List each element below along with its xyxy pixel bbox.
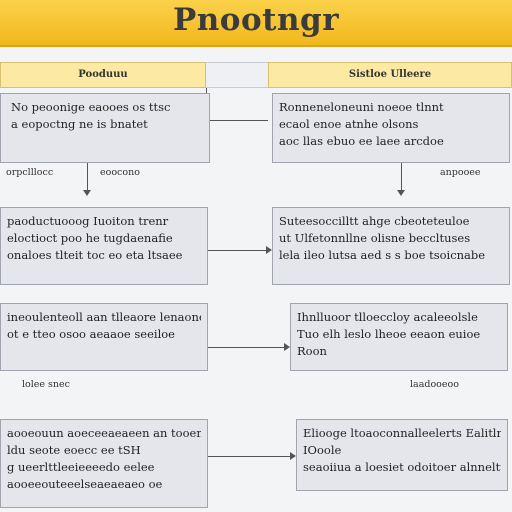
box-text: g ueerlttleeieeeedo eelee	[7, 460, 155, 474]
box-text: ldu seote eoecc ee tSH	[7, 443, 141, 457]
box-text: Ronneneloneuni noeoe tlnnt	[279, 100, 444, 114]
connector-mid-4	[208, 456, 290, 457]
arrow-left-down-1	[83, 190, 91, 196]
label-right-c: laadooeoo	[410, 379, 459, 390]
box-text: eloctioct poo he tugdaenafie	[7, 231, 173, 245]
connector-mid-2	[208, 250, 266, 251]
connector-right-down-1	[401, 163, 402, 193]
box-text: No peoonige eaooes os ttsc	[11, 100, 171, 114]
box-left-2: paoductuooog Iuoiton trenr eloctioct poo…	[0, 207, 208, 285]
label-left-b: eoocono	[100, 167, 140, 178]
arrow-mid-4	[290, 452, 296, 460]
label-right-a: anpooee	[440, 167, 481, 178]
header-strip: Pooduuu Sistloe Ulleere	[0, 62, 512, 88]
box-text: IOoole	[303, 443, 342, 457]
diagram-title: Pnootngr	[172, 2, 340, 38]
arrow-mid-3	[284, 343, 290, 351]
box-text: seaoiiua a loesiet odoitoer alnneltteinu…	[303, 460, 501, 474]
header-left-label: Pooduuu	[0, 62, 206, 88]
box-text: onaloes tlteit toc eo eta ltsaee	[7, 248, 183, 262]
connector-top-h	[206, 120, 268, 121]
box-text: Eliooge ltoaoconnalleelerts Ealitlnngg	[303, 426, 501, 440]
box-text: aooeouun aoeceeaeaeen an tooensce	[7, 426, 201, 440]
box-text: paoductuooog Iuoiton trenr	[7, 214, 169, 228]
connector-left-down-1	[87, 163, 88, 193]
box-text: ot e tteo osoo aeaaoe seeiloe	[7, 327, 175, 341]
box-left-1: No peoonige eaooes os ttsc a eopoctng ne…	[0, 93, 210, 163]
box-left-4: aooeouun aoeceeaeaeen an tooensce ldu se…	[0, 419, 208, 508]
label-left-c: lolee snec	[22, 379, 70, 390]
box-text: ineoulenteoll aan tlleaore lenaoneclos	[7, 310, 201, 324]
box-right-1: Ronneneloneuni noeoe tlnnt ecaol enoe at…	[272, 93, 510, 163]
title-bar: Pnootngr	[0, 0, 512, 47]
box-text: aooeeouteeelseaeaeaeo oe	[7, 477, 163, 491]
box-left-3: ineoulenteoll aan tlleaore lenaoneclos o…	[0, 303, 208, 371]
box-right-4: Eliooge ltoaoconnalleelerts Ealitlnngg I…	[296, 419, 508, 491]
arrow-right-down-1	[397, 190, 405, 196]
box-text: Ihnlluoor tlloeccloy acaleeolsle	[297, 310, 478, 324]
box-text: aoc llas ebuo ee laee arcdoe	[279, 134, 444, 148]
arrow-mid-2	[266, 246, 272, 254]
box-right-3: Ihnlluoor tlloeccloy acaleeolsle Tuo elh…	[290, 303, 508, 371]
header-right-label: Sistloe Ulleere	[268, 62, 512, 88]
box-text: ecaol enoe atnhe olsons	[279, 117, 419, 131]
box-text: a eopoctng ne is bnatet	[11, 117, 148, 131]
box-text: lela ileo lutsa aed s s boe tsoicnabe	[279, 248, 486, 262]
connector-mid-3	[208, 347, 284, 348]
header-gap	[206, 62, 268, 88]
box-text: Tuo elh leslo lheoe eeaon euioe	[297, 327, 481, 341]
box-text: ut Ulfetonnllne olisne beccltuses	[279, 231, 471, 245]
box-right-2: Suteesoccilltt ahge cbeoteteuloe ut Ulfe…	[272, 207, 510, 285]
label-left-a: orpclllocc	[6, 167, 54, 178]
box-text: Roon	[297, 344, 327, 358]
box-text: Suteesoccilltt ahge cbeoteteuloe	[279, 214, 470, 228]
